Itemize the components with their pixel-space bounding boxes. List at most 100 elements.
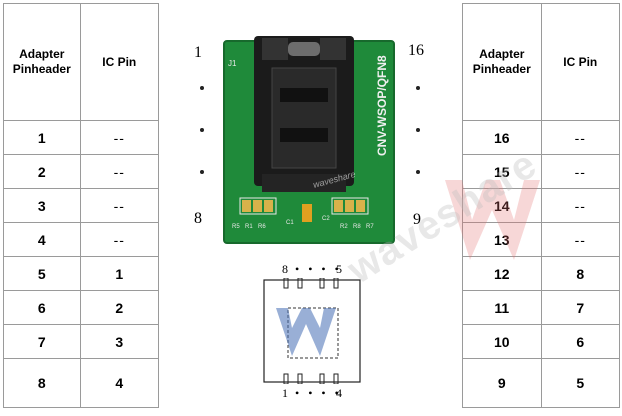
pin-dot (200, 128, 204, 132)
board-pin-9-label: 9 (413, 211, 421, 228)
adapter-illustration: 1 16 8 9 J1 R5 R1 R6 C1 C2 R2 R8 (160, 0, 462, 416)
ic-pin: -- (79, 120, 160, 155)
ic-pin: -- (540, 120, 620, 155)
ref-r5: R5 (232, 224, 240, 230)
smd-pad (242, 200, 251, 212)
ic-lead (333, 373, 339, 384)
ref-r2: R2 (340, 224, 348, 230)
adapter-pin: 3 (3, 188, 81, 223)
ic-pin-4-label: 4 (336, 386, 342, 400)
socket-hinge-spring (288, 42, 320, 56)
pin-dot (416, 170, 420, 174)
table-row: 16-- (462, 120, 620, 155)
socket-base (262, 174, 346, 192)
ic-pin: 3 (79, 324, 160, 359)
smd-pad (345, 200, 354, 212)
ref-r7: R7 (366, 224, 374, 230)
ic-lead (297, 278, 303, 289)
table-row: 2-- (3, 154, 160, 189)
board-pin-16-label: 16 (408, 42, 424, 59)
ic-pin-8-label: 8 (282, 262, 288, 276)
ic-pin: -- (540, 188, 620, 223)
right-header-adapter: Adapter Pinheader (462, 3, 542, 121)
adapter-pin: 1 (3, 120, 81, 155)
ic-lead (319, 373, 325, 384)
board-pin-1-label: 1 (194, 44, 202, 61)
smd-pad (253, 200, 262, 212)
silkscreen-outline (331, 197, 369, 215)
ic-lead (283, 373, 289, 384)
silkscreen-outline (239, 197, 277, 215)
board-pin-8-label: 8 (194, 210, 202, 227)
pcb-board: J1 R5 R1 R6 C1 C2 R2 R8 R7 CNV-WSOP/QFN8… (223, 36, 395, 244)
ic-lead (333, 278, 339, 289)
adapter-pin: 2 (3, 154, 81, 189)
ic-pin: -- (79, 188, 160, 223)
ic-lead (297, 373, 303, 384)
ref-c1: C1 (286, 220, 294, 226)
adapter-pin: 6 (3, 290, 81, 325)
board-silkscreen-title: CNV-WSOP/QFN8 (375, 55, 389, 156)
ic-pin: -- (79, 154, 160, 189)
table-row: 4-- (3, 222, 160, 257)
ic-pin: 7 (540, 290, 620, 325)
ic-lead (319, 278, 325, 289)
ref-r8: R8 (353, 224, 361, 230)
left-pin-table: Adapter Pinheader IC Pin 1-- 2-- 3-- 4--… (3, 3, 160, 408)
ic-pin: 8 (540, 256, 620, 291)
socket-latch-left (262, 38, 288, 60)
watermark-logo-icon (445, 180, 540, 260)
adapter-pin: 7 (3, 324, 81, 359)
left-header-ic: IC Pin (79, 3, 160, 121)
ic-pin: 2 (79, 290, 160, 325)
socket-slot (280, 128, 328, 142)
pin-dot (416, 86, 420, 90)
ic-pin: -- (540, 154, 620, 189)
adapter-pin: 5 (3, 256, 81, 291)
right-pin-table: Adapter Pinheader IC Pin 16-- 15-- 14-- … (462, 3, 620, 408)
ref-r1: R1 (245, 224, 253, 230)
ic-pin: 4 (79, 358, 160, 408)
adapter-pin: 9 (462, 358, 542, 408)
pin-dot (416, 128, 420, 132)
adapter-pin: 4 (3, 222, 81, 257)
ref-c2: C2 (322, 216, 330, 222)
pin-dot (200, 170, 204, 174)
socket-slot (280, 88, 328, 102)
adapter-pin: 15 (462, 154, 542, 189)
table-row: 15-- (462, 154, 620, 189)
ic-package-outline (263, 278, 361, 384)
ic-lead (283, 278, 289, 289)
ic-pin: -- (540, 222, 620, 257)
adapter-pin: 8 (3, 358, 81, 408)
smd-pad (334, 200, 343, 212)
right-header-ic: IC Pin (540, 3, 620, 121)
ic-pin: 6 (540, 324, 620, 359)
smd-pad (264, 200, 273, 212)
table-row: 3-- (3, 188, 160, 223)
waveshare-logo-icon (276, 308, 336, 356)
ic-bottom-pin-dots: • • • • (295, 386, 342, 400)
ref-j1: J1 (228, 59, 237, 68)
smd-pad (356, 200, 365, 212)
left-header-adapter: Adapter Pinheader (3, 3, 81, 121)
ic-top-pin-dots: • • • • (295, 262, 342, 276)
ic-pin: 1 (79, 256, 160, 291)
adapter-pin: 10 (462, 324, 542, 359)
adapter-pin: 11 (462, 290, 542, 325)
socket-cavity (271, 67, 337, 169)
ic-pin-5-label: 5 (336, 262, 342, 276)
right-table-header: Adapter Pinheader IC Pin (462, 3, 620, 121)
ic-pin-1-label: 1 (282, 386, 288, 400)
table-row: 1-- (3, 120, 160, 155)
left-table-header: Adapter Pinheader IC Pin (3, 3, 160, 121)
ic-pin: 5 (540, 358, 620, 408)
socket-latch-right (320, 38, 346, 60)
adapter-pin: 16 (462, 120, 542, 155)
